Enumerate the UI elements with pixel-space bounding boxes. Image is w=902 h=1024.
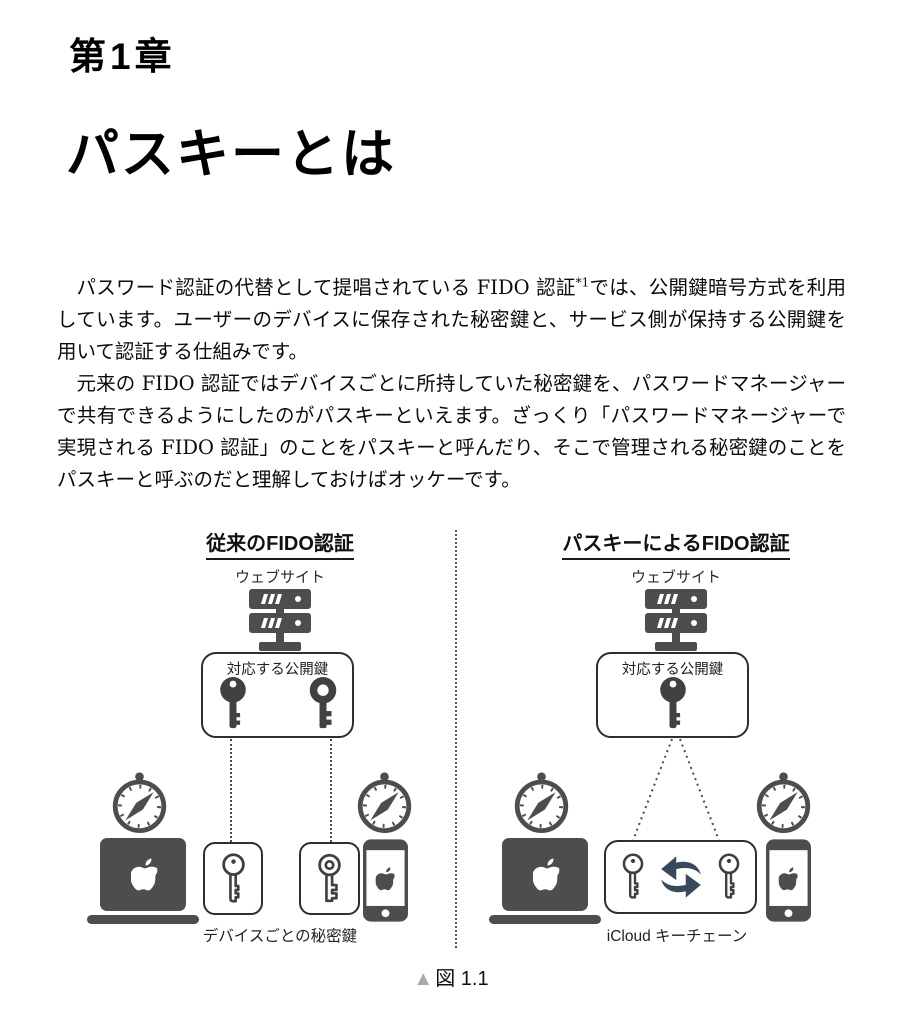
paragraph-2: 元来の FIDO 認証ではデバイスごとに所持していた秘密鍵を、パスワードマネージ… <box>57 372 846 491</box>
figure-1-1: 従来のFIDO認証 ウェブサイト 対応する公開鍵 デバイスごとの秘密鍵 パスキー… <box>0 525 902 957</box>
left-panel-caption: デバイスごとの秘密鍵 <box>202 928 358 945</box>
right-panel-caption: iCloud キーチェーン <box>606 928 748 945</box>
left-connector-line-2 <box>330 739 332 842</box>
right-public-key-box: 対応する公開鍵 <box>596 652 749 738</box>
device-key-box-1 <box>203 842 263 915</box>
footnote-reference: *1 <box>575 275 590 290</box>
right-panel-title: パスキーによるFIDO認証 <box>545 527 807 560</box>
private-key-icon <box>617 851 649 903</box>
safari-compass-icon <box>753 770 814 833</box>
figure-caption-marker-icon: ▲ <box>413 968 434 990</box>
paragraph-1-text: パスワード認証の代替として提唱されている FIDO 認証 <box>76 276 576 299</box>
server-icon <box>643 589 709 653</box>
device-key-box-2 <box>299 842 360 915</box>
public-key-solid-icon <box>655 676 691 731</box>
icloud-keychain-box <box>604 840 757 914</box>
left-panel-title: 従来のFIDO認証 <box>160 527 400 560</box>
left-website-label: ウェブサイト <box>234 569 325 586</box>
figure-caption-label: 図 1.1 <box>435 968 489 990</box>
private-key-icon <box>216 852 251 906</box>
safari-compass-icon <box>511 770 572 833</box>
paragraph-1-text-cont: では、公開鍵暗号方式を利用しています。ユーザーのデバイスに保存された秘密鍵と、サ… <box>57 276 846 363</box>
page-title: パスキーとは <box>66 125 396 184</box>
macbook-icon <box>489 838 601 924</box>
paragraph-1: パスワード認証の代替として提唱されている FIDO 認証*1では、公開鍵暗号方式… <box>57 272 846 368</box>
macbook-icon <box>87 838 199 924</box>
right-website-label: ウェブサイト <box>630 569 721 586</box>
left-connector-line-1 <box>230 739 232 842</box>
right-public-key-label: 対応する公開鍵 <box>621 662 724 678</box>
server-icon <box>247 589 313 653</box>
public-key-ring-icon <box>305 676 341 731</box>
body-text: パスワード認証の代替として提唱されている FIDO 認証*1では、公開鍵暗号方式… <box>57 272 846 496</box>
iphone-icon <box>363 839 408 922</box>
safari-compass-icon <box>109 770 170 833</box>
private-key-icon <box>713 851 745 903</box>
iphone-icon <box>766 839 811 922</box>
sync-arrows-icon <box>658 854 704 900</box>
safari-compass-icon <box>354 770 415 833</box>
right-connector-lines <box>631 738 721 844</box>
public-key-solid-icon <box>215 676 251 731</box>
figure-divider <box>455 530 457 948</box>
left-public-key-label: 対応する公開鍵 <box>226 662 329 678</box>
private-key-ring-icon <box>312 852 347 906</box>
figure-caption: ▲図 1.1 <box>0 962 902 991</box>
chapter-label: 第1章 <box>69 36 176 77</box>
left-public-key-box: 対応する公開鍵 <box>201 652 354 738</box>
